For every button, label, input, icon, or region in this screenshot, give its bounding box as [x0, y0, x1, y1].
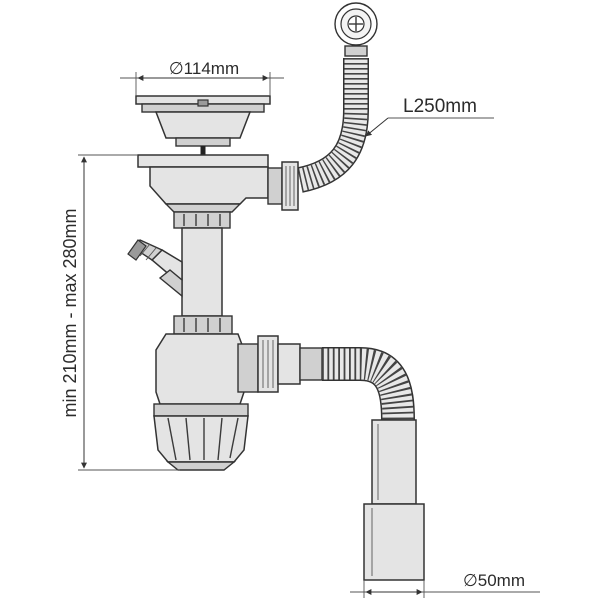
bottle-trap — [153, 333, 249, 471]
height-range-label: min 210mm - max 280mm — [60, 208, 80, 417]
outlet-pipe — [363, 419, 425, 581]
top-diameter-label: ∅114mm — [169, 59, 239, 78]
middle-nut — [173, 315, 233, 335]
outlet-diameter-label: ∅50mm — [463, 571, 525, 590]
upper-nut — [173, 211, 231, 229]
strainer-plug — [135, 95, 271, 155]
dimension-height-range — [78, 154, 180, 471]
overflow-cap — [334, 2, 378, 57]
dimension-outlet-diameter — [350, 580, 540, 598]
trap-outlet — [237, 335, 323, 393]
dimension-top-diameter — [120, 72, 284, 96]
tail-pipe — [181, 227, 223, 317]
overflow-hose — [297, 58, 369, 193]
overflow-length-label: L250mm — [403, 96, 477, 117]
dimension-overflow-length — [365, 117, 494, 137]
overflow-nut — [267, 161, 299, 211]
outlet-hose — [322, 347, 415, 421]
sink-bowl — [137, 154, 269, 213]
side-inlet — [127, 239, 183, 298]
